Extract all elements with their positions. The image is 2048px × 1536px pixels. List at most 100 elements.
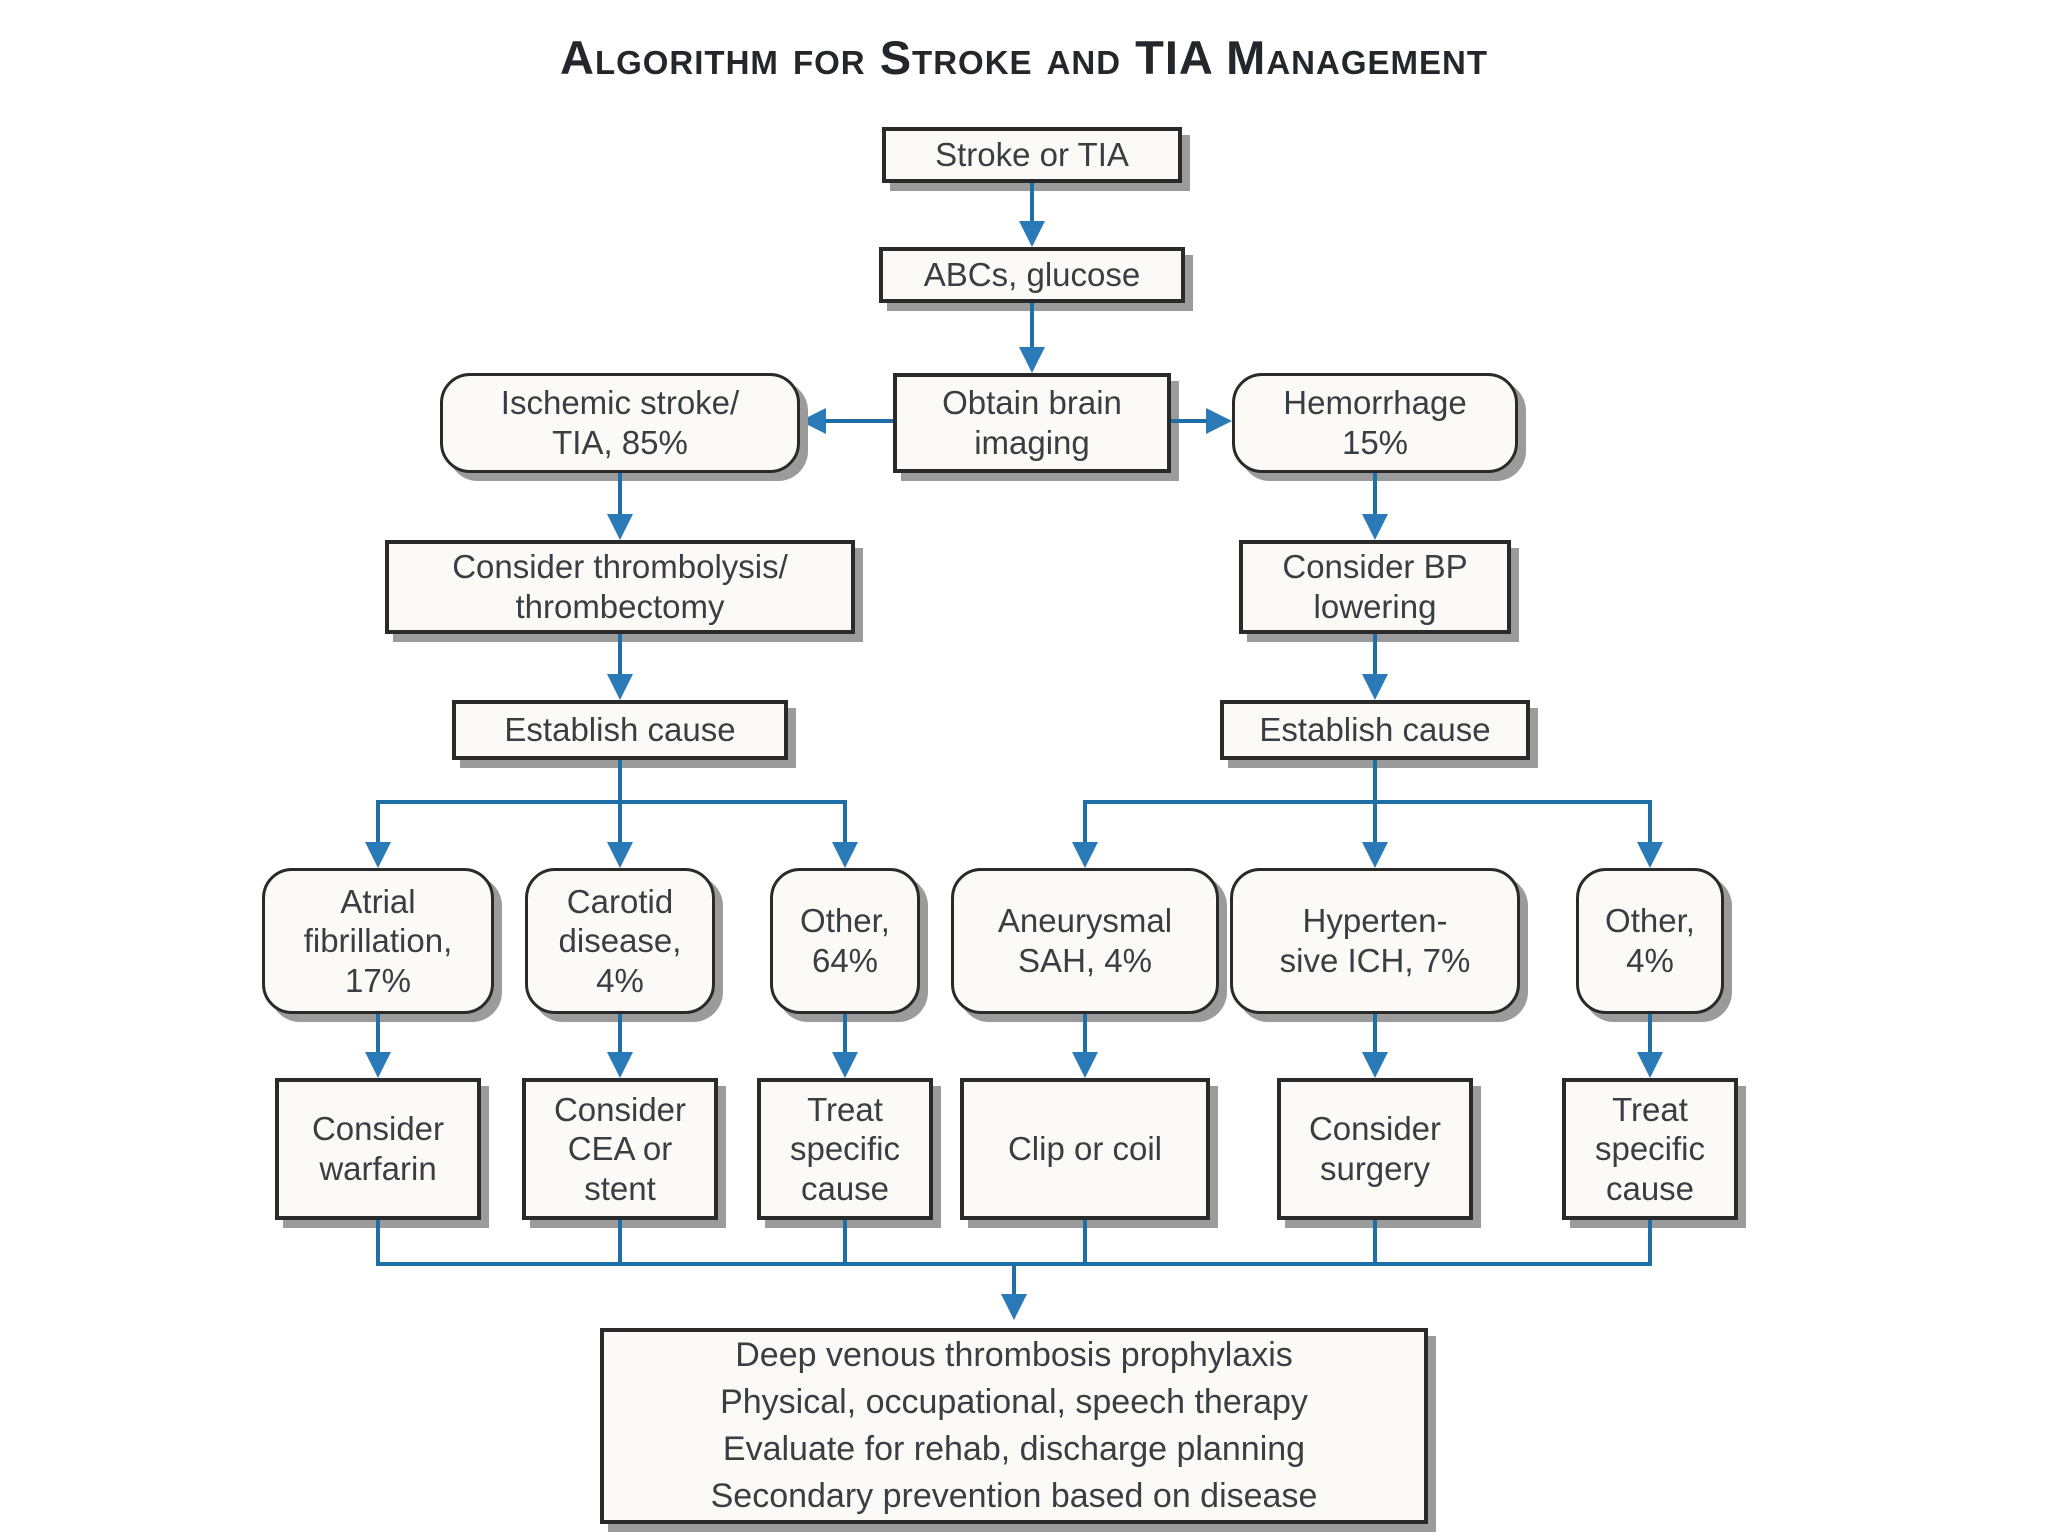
connector-left-branch-1 [376,800,380,846]
node-label-line: thrombectomy [515,588,725,625]
connector-right-branch-bar [1083,800,1652,804]
node-label-line: SAH, 4% [1018,942,1152,979]
arrowhead-down-icon [832,1052,858,1078]
node-other-hemorrhage: Other, 4% [1576,868,1724,1014]
arrowhead-down-icon [1072,1052,1098,1078]
node-label-line: Consider [311,1110,445,1148]
node-aneurysmal-sah: Aneurysmal SAH, 4% [951,868,1219,1014]
node-label-line: Consider thrombolysis/ [452,548,788,586]
connector-merge-2 [618,1220,622,1266]
arrowhead-down-icon [607,842,633,868]
arrowhead-right-icon [1206,408,1232,434]
node-consider-bp-lowering: Consider BP lowering [1239,540,1511,634]
node-label-line: Hemorrhage [1283,384,1467,422]
node-label-line: Physical, occupational, speech therapy [720,1383,1308,1422]
page-title: Algorithm for Stroke and TIA Management [560,31,1488,84]
node-label-line: 64% [811,942,879,979]
node-label-line: lowering [1313,588,1437,625]
node-establish-cause-right: Establish cause [1220,700,1530,760]
node-hypertensive-ich: Hyperten- sive ICH, 7% [1230,868,1520,1014]
node-label-line: fibrillation, [303,922,453,960]
connector-thrombolysis-to-establish [618,634,622,678]
arrowhead-down-icon [1362,674,1388,700]
node-label-line: Secondary prevention based on disease [710,1476,1318,1515]
node-label-line: Carotid [566,882,674,920]
node-label-line: TIA, 85% [552,424,688,461]
node-ischemic-stroke-tia: Ischemic stroke/ TIA, 85% [440,373,800,473]
arrowhead-down-icon [832,842,858,868]
node-label-line: Ischemic stroke/ [500,384,740,422]
arrowhead-left-icon [800,408,826,434]
node-label: Establish cause [504,711,736,749]
arrowhead-down-icon [607,674,633,700]
node-abcs-glucose: ABCs, glucose [879,247,1185,303]
connector-stroke-to-abcs [1030,183,1034,225]
node-label-line: Treat [807,1090,883,1128]
node-label-line: Consider BP [1282,548,1468,586]
node-label-line: 4% [596,961,644,999]
connector-abcs-to-imaging [1030,303,1034,351]
node-general-care: Deep venous thrombosis prophylaxis Physi… [600,1328,1428,1524]
connector-left-branch-3 [843,800,847,846]
arrowhead-down-icon [365,1052,391,1078]
connector-imaging-to-hemorrhage [1171,419,1210,423]
connector-merge-4 [1083,1220,1087,1266]
node-label-line: Consider [553,1090,687,1128]
node-hemorrhage: Hemorrhage 15% [1232,373,1518,473]
arrowhead-down-icon [1001,1294,1027,1320]
node-obtain-brain-imaging: Obtain brain imaging [893,373,1171,473]
connector-afib-to-warfarin [376,1014,380,1056]
node-label-line: imaging [974,424,1090,461]
connector-merge-to-care [1012,1262,1016,1298]
connector-right-branch-3 [1648,800,1652,846]
connector-ich-to-surgery [1373,1014,1377,1056]
node-label-line: disease, [558,922,682,960]
node-other-ischemic: Other, 64% [770,868,920,1014]
node-consider-surgery: Consider surgery [1277,1078,1473,1220]
connector-left-branch-bar [376,800,847,804]
arrowhead-down-icon [607,514,633,540]
node-label: ABCs, glucose [923,256,1141,294]
node-consider-warfarin: Consider warfarin [275,1078,481,1220]
arrowhead-down-icon [1637,1052,1663,1078]
connector-sah-to-clip [1083,1014,1087,1056]
connector-bp-to-establish [1373,634,1377,678]
node-label-line: stent [584,1169,656,1207]
node-label-line: Other, [1605,902,1695,940]
node-label: Stroke or TIA [935,136,1129,174]
node-label-line: surgery [1319,1150,1431,1187]
node-treat-specific-cause-right: Treat specific cause [1562,1078,1738,1220]
node-clip-or-coil: Clip or coil [960,1078,1210,1220]
connector-merge-1 [376,1220,380,1266]
arrowhead-down-icon [365,842,391,868]
node-label-line: Consider [1308,1110,1442,1148]
connector-ischemic-to-thrombolysis [618,473,622,518]
node-label-line: specific [1594,1130,1706,1168]
arrowhead-down-icon [1637,842,1663,868]
node-establish-cause-left: Establish cause [452,700,788,760]
node-label-line: cause [800,1169,890,1207]
arrowhead-down-icon [1362,1052,1388,1078]
connector-other-to-treat-left [843,1014,847,1056]
connector-left-branch-2 [618,760,622,848]
node-label-line: Aneurysmal [997,902,1173,940]
arrowhead-down-icon [607,1052,633,1078]
connector-merge-3 [843,1220,847,1266]
connector-carotid-to-cea [618,1014,622,1056]
node-label: Establish cause [1259,711,1491,749]
node-label-line: Atrial [340,882,416,920]
node-label-line: Deep venous thrombosis prophylaxis [735,1336,1293,1375]
connector-right-branch-1 [1083,800,1087,846]
arrowhead-down-icon [1362,514,1388,540]
node-label-line: 4% [1626,942,1674,979]
connector-merge-5 [1373,1220,1377,1266]
node-consider-thrombolysis: Consider thrombolysis/ thrombectomy [385,540,855,634]
node-label-line: sive ICH, 7% [1279,942,1471,979]
node-atrial-fibrillation: Atrial fibrillation, 17% [262,868,494,1014]
node-label: Clip or coil [1007,1130,1163,1168]
connector-hemorrhage-to-bp [1373,473,1377,518]
connector-merge-6 [1648,1220,1652,1266]
connector-other-to-treat-right [1648,1014,1652,1056]
node-label-line: warfarin [319,1150,437,1187]
